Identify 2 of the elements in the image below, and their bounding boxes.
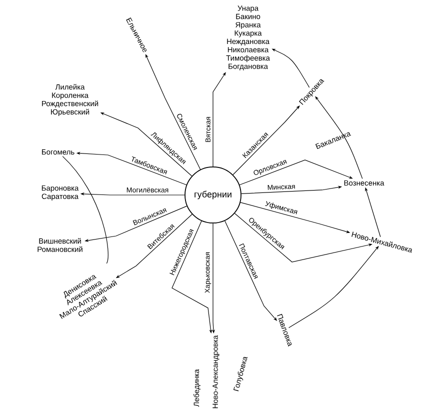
connector-line [62, 156, 108, 264]
arrow [212, 72, 226, 167]
